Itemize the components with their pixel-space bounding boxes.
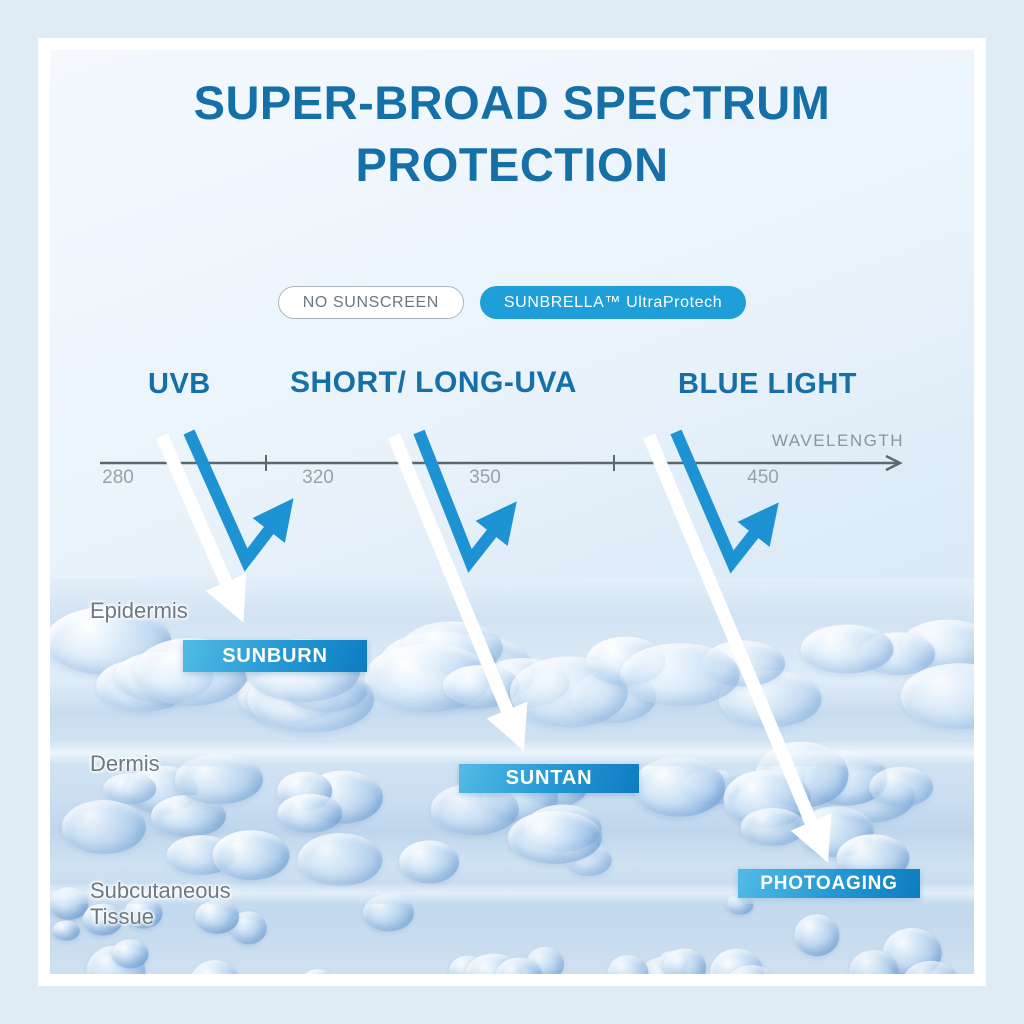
bubble — [363, 893, 414, 932]
epidermis-label: Epidermis — [90, 598, 188, 623]
title-line-1: SUPER-BROAD SPECTRUM — [193, 76, 831, 129]
wavelength-axis-caption: WAVELENGTH — [771, 431, 904, 450]
title-line-2: PROTECTION — [355, 138, 669, 192]
bubble — [662, 948, 707, 974]
tick-280: 280 — [102, 467, 134, 488]
legend: NO SUNSCREEN SUNBRELLA™ UltraProtech — [50, 286, 974, 319]
bubble — [507, 811, 603, 864]
bubble — [632, 756, 726, 817]
bubble — [902, 960, 960, 974]
bubble — [111, 939, 149, 969]
uvb-label: UVB — [148, 368, 211, 400]
tick-320: 320 — [302, 467, 334, 488]
bubble — [494, 957, 543, 974]
bubble — [61, 799, 147, 854]
bubble — [509, 656, 628, 728]
content-area: SUPER-BROAD SPECTRUM PROTECTION NO SUNSC… — [50, 50, 974, 974]
bubble — [740, 808, 805, 847]
photoaging-box: PHOTOAGING — [738, 869, 920, 898]
bubble — [800, 625, 894, 674]
bubble — [399, 840, 460, 884]
short-long-uva-label: SHORT/ LONG-UVA — [290, 366, 577, 399]
product-badge: SUNBRELLA™ UltraProtech — [479, 286, 747, 319]
bubble — [299, 968, 337, 974]
bubble — [794, 914, 840, 957]
blue-light-label: BLUE LIGHT — [678, 368, 857, 400]
bubble — [103, 772, 157, 805]
bubble — [297, 833, 383, 887]
bubble — [723, 964, 780, 974]
tick-350: 350 — [469, 467, 501, 488]
bubble — [51, 920, 80, 942]
bubble — [212, 830, 290, 880]
bubble — [175, 754, 264, 804]
page-title: SUPER-BROAD SPECTRUM PROTECTION — [50, 72, 974, 196]
bubble — [869, 767, 933, 808]
sunburn-box: SUNBURN — [183, 640, 367, 672]
dermis-label: Dermis — [90, 751, 160, 776]
tick-450: 450 — [747, 467, 779, 488]
bubble — [607, 954, 649, 974]
bubble — [189, 960, 241, 974]
no-sunscreen-badge: NO SUNSCREEN — [277, 286, 464, 319]
subcutaneous-tissue-label: Subcutaneous Tissue — [90, 878, 231, 929]
bubble — [82, 903, 124, 937]
bubble — [195, 899, 240, 935]
bubble — [442, 664, 520, 707]
suntan-box: SUNTAN — [459, 764, 639, 793]
bubble — [277, 793, 343, 833]
